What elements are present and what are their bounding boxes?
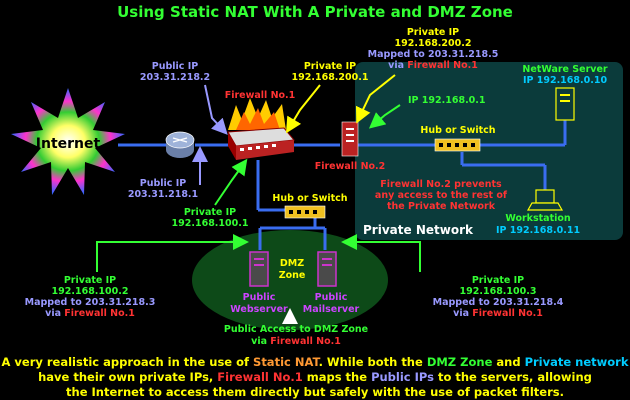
private-note-line-3: the Private Network bbox=[387, 201, 496, 212]
public-ip-top-value: 203.31.218.2 bbox=[140, 72, 210, 83]
workstation-label: Workstation bbox=[505, 213, 571, 224]
public-ip-top-label: Public IP bbox=[152, 61, 199, 72]
private-note-line-1: Firewall No.2 prevents bbox=[380, 179, 502, 190]
footer-line-2: have their own private IPs, Firewall No.… bbox=[38, 370, 592, 384]
router-icon bbox=[165, 131, 195, 158]
private-network-title: Private Network bbox=[363, 223, 474, 237]
footer-description: A very realistic approach in the use of … bbox=[0, 355, 630, 400]
web-ip-value: 192.168.100.2 bbox=[52, 286, 129, 297]
private-ip-fw-top-label: Private IP bbox=[304, 61, 356, 72]
private-hub-label: Hub or Switch bbox=[420, 125, 495, 136]
private-ip-fw-top-value: 192.168.200.1 bbox=[292, 72, 369, 83]
web-ip-mapping: Mapped to 203.31.218.3 bbox=[25, 297, 156, 308]
private-mapped-top-ip: 192.168.200.2 bbox=[395, 38, 472, 49]
private-network-panel bbox=[355, 62, 623, 240]
mail-ip-value: 192.168.100.3 bbox=[460, 286, 537, 297]
private-note-line-2: any access to the rest of bbox=[375, 190, 508, 201]
dmz-hub-icon bbox=[284, 205, 326, 219]
firewall-1-label: Firewall No.1 bbox=[225, 90, 296, 101]
cables bbox=[118, 120, 567, 250]
private-mapped-top-label: Private IP bbox=[407, 27, 459, 38]
netware-server-icon bbox=[555, 87, 575, 121]
firewall-2-label: Firewall No.2 bbox=[315, 161, 386, 172]
mailserver-label-1: Public bbox=[315, 292, 348, 303]
private-ip-fw-bottom-value: 192.168.100.1 bbox=[172, 218, 249, 229]
internet-label: Internet bbox=[36, 136, 101, 152]
mail-ip-via: via Firewall No.1 bbox=[453, 308, 543, 319]
webserver-icon bbox=[249, 251, 269, 287]
netware-server-ip: IP 192.168.0.10 bbox=[523, 75, 608, 86]
mail-ip-label: Private IP bbox=[472, 275, 524, 286]
private-ip-fw-bottom-label: Private IP bbox=[184, 207, 236, 218]
public-ip-bottom-label: Public IP bbox=[140, 178, 187, 189]
footer-line-3: the Internet to access them directly but… bbox=[66, 385, 564, 399]
dmz-zone-label-1: DMZ bbox=[280, 258, 304, 269]
internet-star-icon bbox=[11, 88, 125, 195]
annotation-arrows bbox=[96, 74, 421, 324]
dmz-zone-ellipse bbox=[192, 230, 388, 330]
netware-server-label: NetWare Server bbox=[522, 64, 608, 75]
mail-ip-mapping: Mapped to 203.31.218.4 bbox=[433, 297, 564, 308]
private-mapped-top-mapping: Mapped to 203.31.218.5 bbox=[368, 49, 499, 60]
public-ip-bottom-value: 203.31.218.1 bbox=[128, 189, 198, 200]
private-mapped-top-via: via Firewall No.1 bbox=[388, 60, 478, 71]
workstation-icon bbox=[526, 189, 564, 211]
firewall-2-ip: IP 192.168.0.1 bbox=[408, 95, 486, 106]
mailserver-label-2: Mailserver bbox=[303, 304, 360, 315]
dmz-access-label: Public Access to DMZ Zone bbox=[224, 324, 368, 335]
web-ip-via: via Firewall No.1 bbox=[45, 308, 135, 319]
dmz-access-via: via Firewall No.1 bbox=[251, 336, 341, 347]
firewall-1-icon bbox=[227, 98, 295, 160]
workstation-ip: IP 192.168.0.11 bbox=[496, 225, 580, 236]
webserver-label-1: Public bbox=[243, 292, 276, 303]
firewall-2-icon bbox=[341, 121, 359, 157]
web-ip-label: Private IP bbox=[64, 275, 116, 286]
dmz-zone-label-2: Zone bbox=[279, 270, 306, 281]
footer-line-1: A very realistic approach in the use of … bbox=[1, 355, 629, 369]
diagram-title: Using Static NAT With A Private and DMZ … bbox=[117, 3, 513, 21]
mailserver-icon bbox=[317, 251, 337, 287]
webserver-label-2: Webserver bbox=[230, 304, 288, 315]
dmz-hub-label: Hub or Switch bbox=[272, 193, 347, 204]
private-hub-icon bbox=[434, 138, 481, 152]
